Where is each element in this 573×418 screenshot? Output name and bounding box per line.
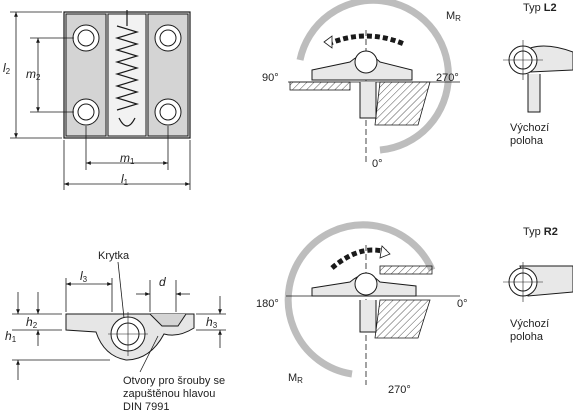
rotation-diagram-r2 xyxy=(284,221,460,385)
rotation-diagram-l2 xyxy=(288,0,460,165)
spring-housing xyxy=(107,13,147,137)
mr-label-top: MR xyxy=(446,10,461,23)
torque-arc-top xyxy=(296,0,452,154)
screw-hole-top-left xyxy=(72,24,100,52)
angle-270-label: 270° xyxy=(436,72,459,84)
dim-l3-label: l3 xyxy=(80,269,88,284)
dim-l1-label: l1 xyxy=(121,172,129,187)
screw-hole-bottom-right xyxy=(154,98,182,126)
type-r2-title: Typ R2 xyxy=(523,226,558,238)
screw-hole-bottom-left xyxy=(72,98,100,126)
type-l2-title: Typ L2 xyxy=(523,2,557,14)
hinge-front-view xyxy=(10,10,191,190)
angle-0-label-bottom: 0° xyxy=(457,298,468,310)
dim-h3-label: h3 xyxy=(206,315,218,330)
dim-h2-label: h2 xyxy=(26,315,38,330)
spring xyxy=(114,25,140,111)
hinge-side-view xyxy=(12,261,226,380)
dim-l2-label: l2 xyxy=(3,61,11,76)
dim-m1-label: m1 xyxy=(120,151,135,166)
dim-d-label: d xyxy=(159,275,166,289)
angle-90-label: 90° xyxy=(262,72,279,84)
dim-h1-label: h1 xyxy=(5,329,17,344)
type-r2-initial-position xyxy=(503,262,573,302)
type-l2-initial-position xyxy=(503,40,573,113)
angle-270-label-bottom: 270° xyxy=(388,384,411,396)
direction-arrow-bottom xyxy=(330,247,387,270)
angle-180-label: 180° xyxy=(256,298,279,310)
angle-0-label: 0° xyxy=(372,158,383,170)
cover-label: Krytka xyxy=(98,250,130,262)
torque-arc-bottom xyxy=(284,221,436,378)
dim-m2-label: m2 xyxy=(26,67,41,82)
screw-hole-top-right xyxy=(154,24,182,52)
mr-label-bottom: MR xyxy=(288,372,303,385)
